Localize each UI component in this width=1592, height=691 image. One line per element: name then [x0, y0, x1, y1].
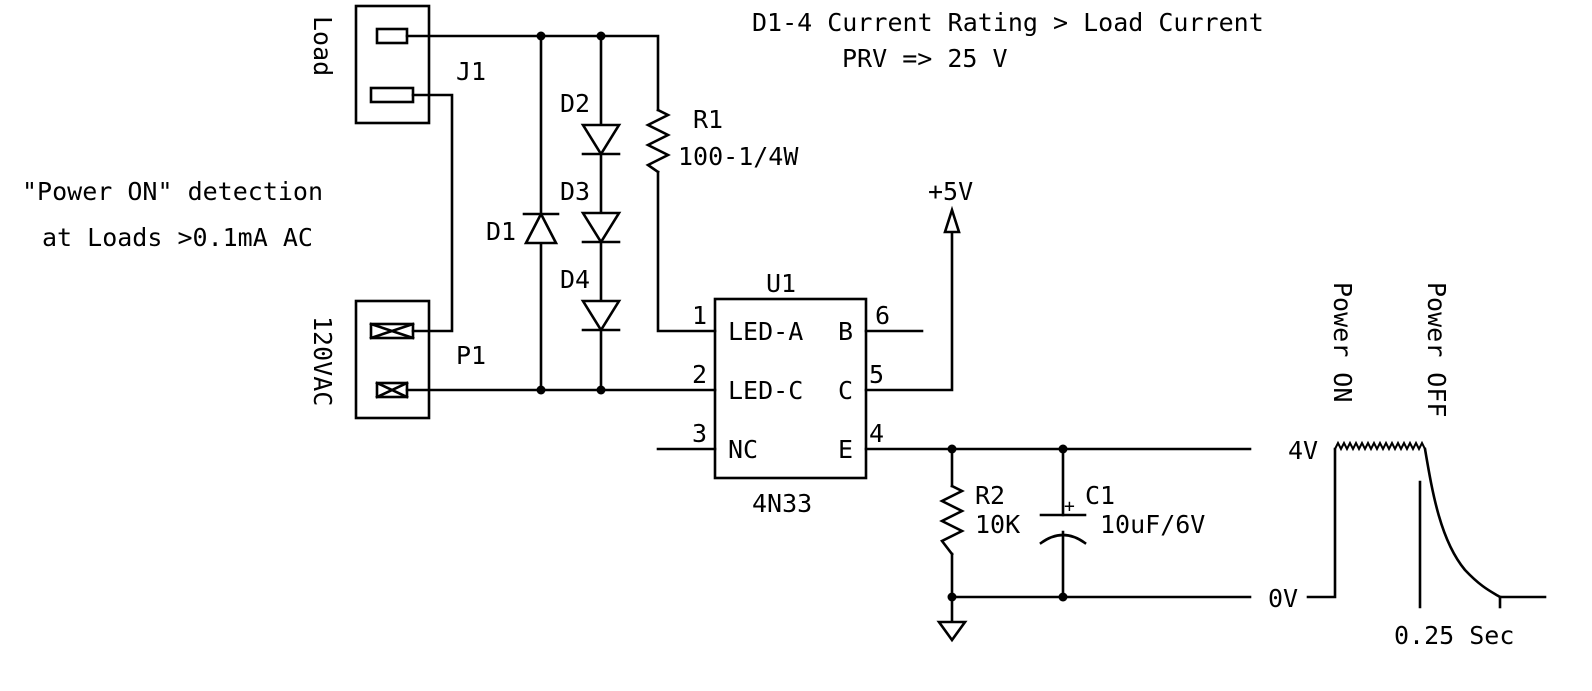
r1-ref: R1	[693, 105, 723, 134]
pin-3-number: 3	[692, 419, 707, 448]
pin-1-name: LED-A	[728, 317, 803, 346]
u1-ref: U1	[766, 269, 796, 298]
d4-label: D4	[560, 265, 590, 294]
rating-note: D1-4 Current Rating > Load Current	[752, 8, 1264, 37]
pin-1-number: 1	[692, 301, 707, 330]
diode-d1: D1	[486, 211, 560, 246]
output-waveform: 4V 0V Power ON Power OFF 0.25 Sec	[1268, 282, 1547, 650]
c1-ref: C1	[1085, 481, 1115, 510]
power-off-label: Power OFF	[1422, 282, 1451, 417]
resistor-r1: R1 100-1/4W	[645, 105, 799, 174]
waveform-high-level: 4V	[1288, 436, 1318, 465]
pin-2-number: 2	[692, 360, 707, 389]
pin-6-name: B	[838, 317, 853, 346]
j1-ref: J1	[456, 57, 486, 86]
c1-polarity: +	[1064, 496, 1075, 517]
diode-d4: D4	[560, 265, 622, 333]
p1-connector: 120VAC P1	[308, 299, 486, 420]
pin-5-name: C	[838, 376, 853, 405]
c1-value: 10uF/6V	[1100, 510, 1205, 539]
caption-line-2: at Loads >0.1mA AC	[42, 223, 313, 252]
supply-label: +5V	[928, 177, 973, 206]
r2-ref: R2	[975, 481, 1005, 510]
diode-d3: D3	[560, 177, 622, 245]
pin-5-number: 5	[869, 360, 884, 389]
capacitor-c1: + C1 10uF/6V	[1039, 481, 1205, 545]
pin-4-name: E	[838, 435, 853, 464]
prv-note: PRV => 25 V	[842, 44, 1008, 73]
j1-connector: Load J1	[308, 4, 486, 125]
p1-ref: P1	[456, 341, 486, 370]
r2-value: 10K	[975, 510, 1020, 539]
pin-4-number: 4	[869, 419, 884, 448]
power-on-label: Power ON	[1328, 282, 1357, 402]
d3-label: D3	[560, 177, 590, 206]
waveform-low-level: 0V	[1268, 584, 1298, 613]
optocoupler-u1: U1 4N33 1 LED-A 2 LED-C 3 NC 6 B 5 C 4 E	[692, 269, 890, 518]
d2-label: D2	[560, 89, 590, 118]
diode-d2: D2	[560, 89, 622, 157]
resistor-r2: R2 10K	[939, 481, 1020, 556]
caption-line-1: "Power ON" detection	[22, 177, 323, 206]
supply-5v: +5V	[928, 177, 973, 234]
ground-symbol	[936, 620, 968, 643]
u1-part: 4N33	[752, 489, 812, 518]
d1-label: D1	[486, 217, 516, 246]
time-label: 0.25 Sec	[1394, 621, 1514, 650]
pin-3-name: NC	[728, 435, 758, 464]
pin-6-number: 6	[875, 301, 890, 330]
pin-2-name: LED-C	[728, 376, 803, 405]
j1-label: Load	[308, 16, 337, 76]
r1-value: 100-1/4W	[678, 142, 799, 171]
junctions	[536, 31, 1068, 602]
p1-label: 120VAC	[308, 316, 337, 406]
